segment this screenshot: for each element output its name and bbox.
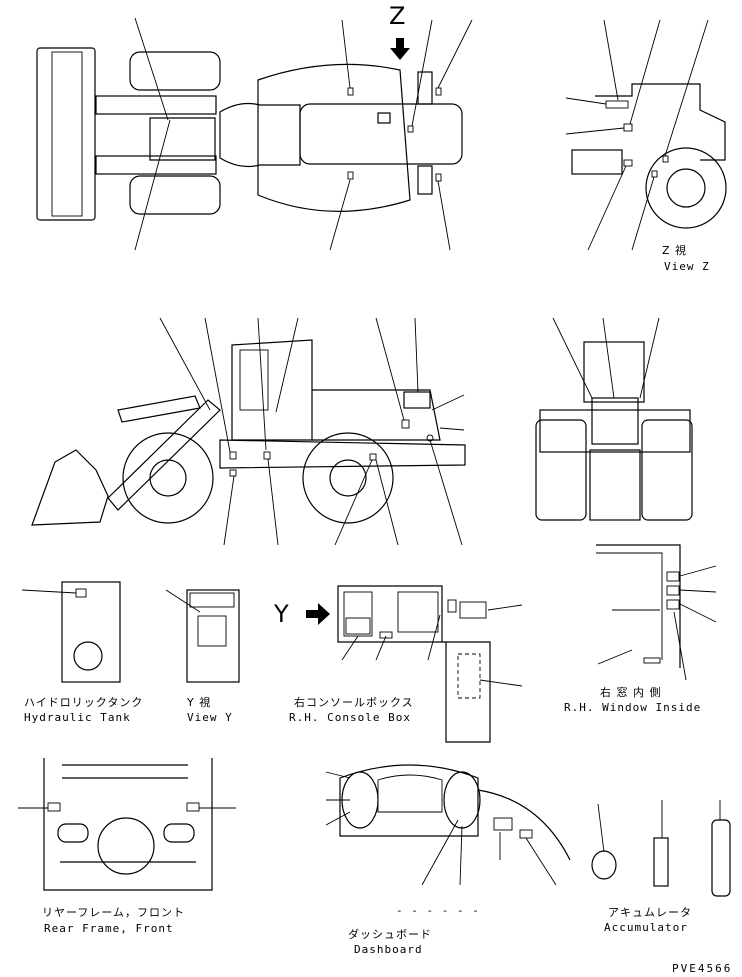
top-view [36, 17, 473, 251]
console-box-drawing [306, 585, 523, 743]
window-inside-jp: 右 窓 内 側 [600, 686, 662, 699]
view-z-drawing [565, 19, 727, 251]
rear-frame-drawing [18, 758, 236, 891]
rear-frame-en: Rear Frame, Front [44, 922, 174, 935]
accumulator-en: Accumulator [604, 921, 688, 934]
view-y-en: View Y [187, 711, 233, 724]
window-inside-en: R.H. Window Inside [564, 701, 702, 714]
view-z-marker: Z [389, 2, 406, 30]
view-y-jp: Y 視 [187, 696, 212, 709]
drawing-code: PVE4566 [672, 962, 733, 975]
view-z-en: View Z [664, 260, 710, 273]
view-z-jp: Z 視 [662, 244, 688, 257]
accumulator-jp: アキュムレータ [608, 906, 692, 919]
view-y-marker: Y [274, 600, 289, 628]
hydraulic-tank-jp: ハイドロリックタンク [24, 696, 144, 709]
dashboard-en: Dashboard [354, 943, 423, 956]
console-box-jp: 右コンソールボックス [294, 696, 414, 709]
window-inside-drawing [596, 544, 717, 681]
console-box-en: R.H. Console Box [289, 711, 411, 724]
front-view [535, 317, 693, 521]
dashboard-jp: ダッシュボード [348, 928, 432, 941]
hydraulic-tank-en: Hydraulic Tank [24, 711, 131, 724]
dashboard-drawing [325, 764, 571, 886]
accumulator-drawing [591, 800, 731, 897]
dashboard-dashes: - - - - - - [396, 904, 480, 917]
side-view [31, 317, 466, 546]
rear-frame-jp: リヤーフレーム，フロント [42, 906, 186, 919]
hydraulic-tank-drawing [21, 581, 121, 683]
view-y-drawing [165, 589, 240, 683]
